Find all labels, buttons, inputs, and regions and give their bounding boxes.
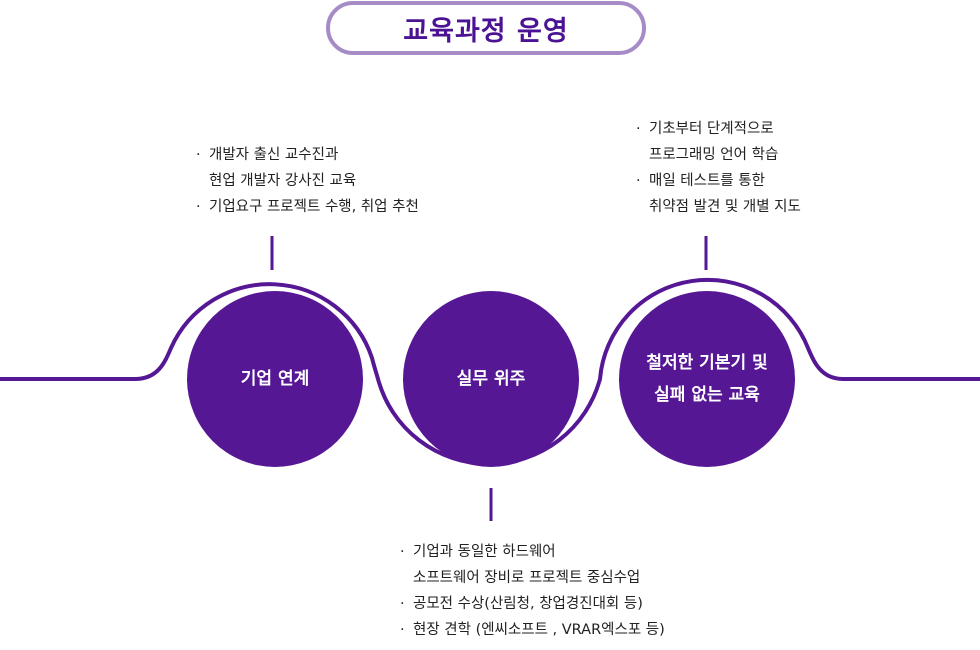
note-line: ·개발자 출신 교수진과: [196, 147, 339, 163]
title-pill: 교육과정 운영: [326, 1, 646, 55]
note-line: ·매일 테스트를 통한: [636, 173, 765, 189]
note-line: 현업 개발자 강사진 교육: [209, 173, 357, 189]
circle-basics-label-line1: 철저한 기본기 및: [646, 353, 768, 373]
circle-practical-label: 실무 위주: [456, 369, 526, 389]
circle-practical: 실무 위주: [403, 291, 579, 467]
circle-basics: 철저한 기본기 및 실패 없는 교육: [619, 291, 795, 467]
note-enterprise: ·개발자 출신 교수진과 현업 개발자 강사진 교육 ·기업요구 프로젝트 수행…: [196, 142, 419, 220]
circle-basics-label-line2: 실패 없는 교육: [654, 385, 760, 405]
note-line: 소프트웨어 장비로 프로젝트 중심수업: [413, 570, 641, 586]
note-line: ·기업과 동일한 하드웨어: [400, 544, 556, 560]
note-practical: ·기업과 동일한 하드웨어 소프트웨어 장비로 프로젝트 중심수업 ·공모전 수…: [400, 539, 665, 643]
note-line: ·기업요구 프로젝트 수행, 취업 추천: [196, 199, 419, 215]
circle-enterprise: 기업 연계: [187, 291, 363, 467]
circle-enterprise-label: 기업 연계: [240, 369, 310, 389]
note-line: ·현장 견학 (엔씨소프트 , VRAR엑스포 등): [400, 622, 665, 638]
page-title: 교육과정 운영: [403, 15, 569, 47]
note-basics: ·기초부터 단계적으로 프로그래밍 언어 학습 ·매일 테스트를 통한 취약점 …: [636, 116, 801, 220]
note-line: 프로그래밍 언어 학습: [649, 147, 779, 163]
note-line: ·공모전 수상(산림청, 창업경진대회 등): [400, 596, 643, 612]
note-line: 취약점 발견 및 개별 지도: [649, 199, 801, 215]
note-line: ·기초부터 단계적으로: [636, 121, 774, 137]
